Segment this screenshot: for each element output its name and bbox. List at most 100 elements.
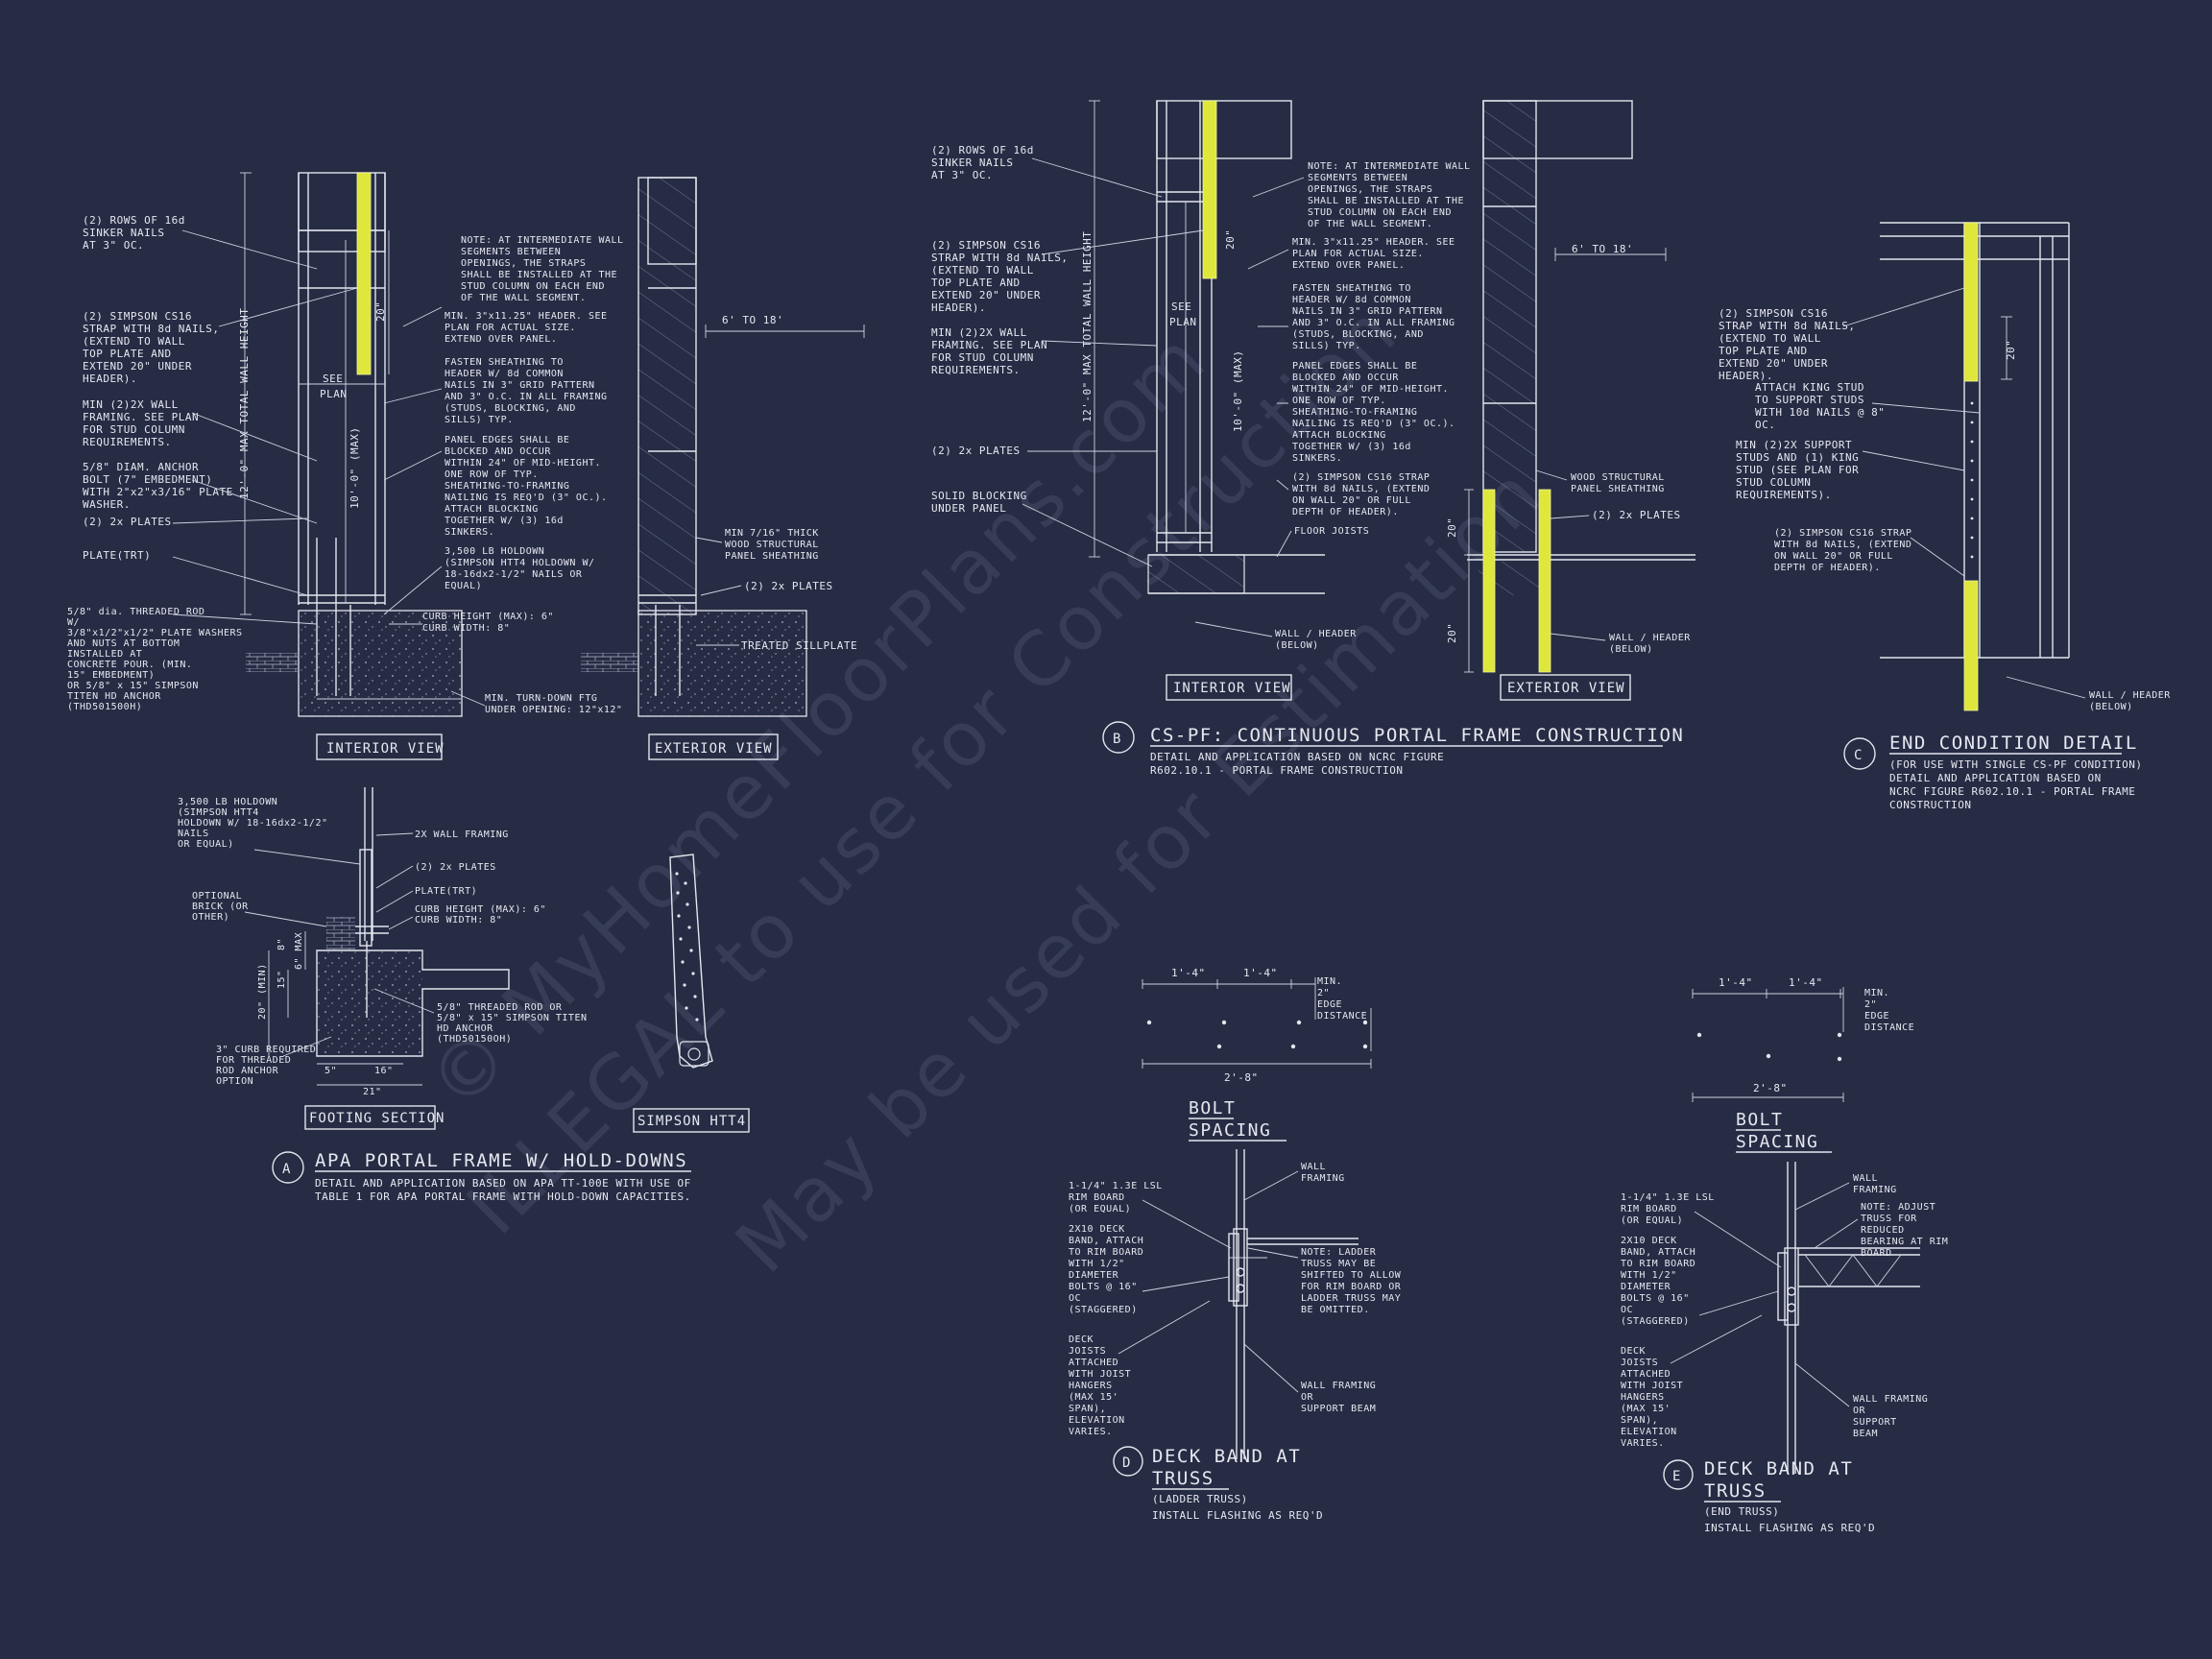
- footing-dim-15: 15": [276, 970, 287, 989]
- detail-c-notes: (2) SIMPSON CS16 STRAP WITH 8d NAILS, (E…: [1719, 287, 2171, 712]
- a-left-note-1: (2) ROWS OF 16d SINKER NAILS AT 3" OC.: [83, 214, 192, 252]
- detail-c-marker: C: [1854, 748, 1863, 763]
- detail-a-see-plan-2: PLAN: [320, 388, 348, 400]
- footing-note-2: OPTIONAL BRICK (OR OTHER): [192, 891, 254, 923]
- detail-d-edge: MIN. 2" EDGE DISTANCE: [1317, 976, 1367, 1022]
- detail-d-subtitle-2: INSTALL FLASHING AS REQ'D: [1152, 1509, 1323, 1522]
- detail-a-span: 6' TO 18': [722, 314, 783, 326]
- detail-b-exterior-label-box: [1500, 674, 1631, 701]
- detail-a-marker: A: [282, 1162, 291, 1177]
- b-mid-note-1: NOTE: AT INTERMEDIATE WALL SEGMENTS BETW…: [1308, 161, 1477, 229]
- detail-b-ext-dim-20-top: 20": [1446, 517, 1458, 538]
- d-note-4: NOTE: LADDER TRUSS MAY BE SHIFTED TO ALL…: [1301, 1247, 1407, 1315]
- d-note-2: 1-1/4" 1.3E LSL RIM BOARD (OR EQUAL): [1069, 1181, 1168, 1214]
- b-left-note-2: (2) SIMPSON CS16 STRAP WITH 8d NAILS, (E…: [931, 239, 1075, 314]
- detail-e-dim-1: 1'-4": [1719, 976, 1753, 989]
- detail-e-subtitle-1: (END TRUSS): [1704, 1505, 1779, 1518]
- footing-dim-8: 8": [276, 938, 287, 950]
- detail-d-bolt-spacing-drawing: [1142, 977, 1372, 1069]
- a-left-note-6: PLATE(TRT): [83, 549, 151, 562]
- detail-b-interior-drawing: [1089, 100, 1325, 594]
- detail-c-marker-circle: [1843, 737, 1876, 770]
- a-ext-note-2: (2) 2x PLATES: [744, 580, 833, 592]
- detail-a-footing-notes: 3,500 LB HOLDOWN (SIMPSON HTT4 HOLDOWN W…: [178, 797, 587, 1097]
- a-mid-note-4: PANEL EDGES SHALL BE BLOCKED AND OCCUR W…: [445, 435, 613, 538]
- detail-b: 12'-0" MAX TOTAL WALL HEIGHT 10'-0" (MAX…: [931, 100, 1695, 777]
- detail-c-subtitle-1: (FOR USE WITH SINGLE CS-PF CONDITION): [1889, 758, 2143, 771]
- b-left-note-4: (2) 2x PLATES: [931, 445, 1021, 457]
- detail-e-bolt-title-1: BOLT: [1736, 1110, 1783, 1130]
- detail-b-see-plan-1: SEE: [1171, 301, 1191, 313]
- footing-dim-21: 21": [363, 1087, 382, 1097]
- detail-b-subtitle-1: DETAIL AND APPLICATION BASED ON NCRC FIG…: [1150, 751, 1444, 763]
- a-mid-note-1: NOTE: AT INTERMEDIATE WALL SEGMENTS BETW…: [461, 235, 630, 303]
- detail-a-interior-drawing: [240, 172, 463, 717]
- detail-b-ext-dim-20-bottom: 20": [1446, 623, 1458, 643]
- a-ext-note-1: MIN 7/16" THICK WOOD STRUCTURAL PANEL SH…: [725, 528, 825, 562]
- a-left-note-5: (2) 2x PLATES: [83, 516, 172, 528]
- b-mid-note-4: PANEL EDGES SHALL BE BLOCKED AND OCCUR W…: [1292, 361, 1461, 464]
- footing-section-label-box: [304, 1105, 436, 1130]
- detail-e-marker-circle: [1663, 1459, 1694, 1490]
- b-mid-note-5: (2) SIMPSON CS16 STRAP WITH 8d NAILS, (E…: [1292, 472, 1436, 517]
- simpson-htt4-label: SIMPSON HTT4: [637, 1114, 746, 1129]
- detail-b-height-max: 10'-0" (MAX): [1232, 350, 1244, 432]
- footing-note-1: 3,500 LB HOLDOWN (SIMPSON HTT4 HOLDOWN W…: [178, 797, 334, 850]
- d-note-3: 2X10 DECK BAND, ATTACH TO RIM BOARD WITH…: [1069, 1224, 1150, 1315]
- a-left-note-7: 5/8" dia. THREADED ROD W/ 3/8"x1/2"x1/2"…: [67, 607, 249, 712]
- detail-b-height-label: 12'-0" MAX TOTAL WALL HEIGHT: [1081, 231, 1094, 422]
- detail-d-marker-circle: [1113, 1446, 1143, 1477]
- a-left-note-2: (2) SIMPSON CS16 STRAP WITH 8d NAILS, (E…: [83, 310, 227, 385]
- detail-e-section-drawing: [1777, 1162, 1920, 1474]
- detail-d-dim-1: 1'-4": [1171, 967, 1206, 979]
- detail-a-see-plan-1: SEE: [323, 373, 343, 385]
- detail-e-edge: MIN. 2" EDGE DISTANCE: [1864, 988, 1914, 1033]
- footing-dim-6-max: 6" MAX: [294, 932, 304, 970]
- detail-d-title-2: TRUSS: [1152, 1468, 1214, 1489]
- a-left-note-3: MIN (2)2X WALL FRAMING. SEE PLAN FOR STU…: [83, 398, 205, 448]
- e-note-2: 1-1/4" 1.3E LSL RIM BOARD (OR EQUAL): [1621, 1192, 1720, 1226]
- detail-b-marker: B: [1113, 732, 1121, 747]
- detail-a-title: APA PORTAL FRAME W/ HOLD-DOWNS: [315, 1150, 687, 1171]
- footing-note-5: PLATE(TRT): [415, 886, 477, 897]
- footing-note-8: 3" CURB REQUIRED FOR THREADED ROD ANCHOR…: [216, 1045, 323, 1087]
- detail-a-mid-notes: NOTE: AT INTERMEDIATE WALL SEGMENTS BETW…: [383, 235, 630, 715]
- detail-a-height-max: 10'-0" (MAX): [349, 427, 361, 509]
- detail-c-subtitle-4: CONSTRUCTION: [1889, 799, 1971, 811]
- detail-a-interior-label: INTERIOR VIEW: [326, 741, 445, 757]
- detail-d-dim-2: 1'-4": [1243, 967, 1278, 979]
- detail-d-subtitle-1: (LADDER TRUSS): [1152, 1493, 1248, 1505]
- c-note-1: (2) SIMPSON CS16 STRAP WITH 8d NAILS, (E…: [1719, 307, 1863, 382]
- e-note-6: WALL FRAMING OR SUPPORT BEAM: [1853, 1394, 1935, 1439]
- detail-c-dim-20: 20": [2005, 340, 2017, 360]
- footing-section-label: FOOTING SECTION: [309, 1111, 445, 1126]
- b-left-note-5: SOLID BLOCKING UNDER PANEL: [931, 490, 1034, 515]
- detail-a-subtitle-1: DETAIL AND APPLICATION BASED ON APA TT-1…: [315, 1177, 691, 1190]
- detail-e-dim-2: 1'-4": [1789, 976, 1823, 989]
- detail-c-drawing: [1880, 222, 2070, 711]
- detail-a-height-label: 12'-0" MAX TOTAL WALL HEIGHT: [238, 308, 251, 499]
- detail-a-interior-label-box: [316, 733, 443, 760]
- detail-b-dim-20: 20": [1224, 229, 1237, 250]
- e-note-3: NOTE: ADJUST TRUSS FOR REDUCED BEARING A…: [1861, 1202, 1955, 1259]
- detail-d-bolt-title-2: SPACING: [1189, 1120, 1271, 1141]
- a-mid-note-3: FASTEN SHEATHING TO HEADER W/ 8d COMMON …: [445, 357, 613, 425]
- detail-a-left-notes: (2) ROWS OF 16d SINKER NAILS AT 3" OC. (…: [67, 214, 358, 712]
- a-mid-note-7: MIN. TURN-DOWN FTG UNDER OPENING: 12"x12…: [485, 693, 622, 715]
- detail-d-bolt-title-1: BOLT: [1189, 1098, 1236, 1118]
- detail-d-notes: WALL FRAMING 1-1/4" 1.3E LSL RIM BOARD (…: [1069, 1162, 1407, 1437]
- detail-a-marker-circle: [272, 1151, 304, 1184]
- footing-note-4: (2) 2x PLATES: [415, 862, 496, 873]
- detail-d-section-drawing: [1228, 1149, 1358, 1459]
- b-mid-note-6: FLOOR JOISTS: [1294, 526, 1369, 537]
- detail-b-span: 6' TO 18': [1572, 243, 1633, 255]
- detail-e-subtitle-2: INSTALL FLASHING AS REQ'D: [1704, 1522, 1875, 1534]
- detail-b-wall-header-notes: WALL / HEADER (BELOW) WALL / HEADER (BEL…: [1194, 621, 1691, 655]
- c-note-2: ATTACH KING STUD TO SUPPORT STUDS WITH 1…: [1755, 381, 1891, 431]
- detail-b-interior-label-box: [1166, 674, 1292, 701]
- detail-b-exterior-label: EXTERIOR VIEW: [1507, 681, 1625, 696]
- detail-e-title-1: DECK BAND AT: [1704, 1458, 1853, 1479]
- detail-a-subtitle-2: TABLE 1 FOR APA PORTAL FRAME WITH HOLD-D…: [315, 1190, 691, 1203]
- detail-b-see-plan-2: PLAN: [1169, 316, 1197, 328]
